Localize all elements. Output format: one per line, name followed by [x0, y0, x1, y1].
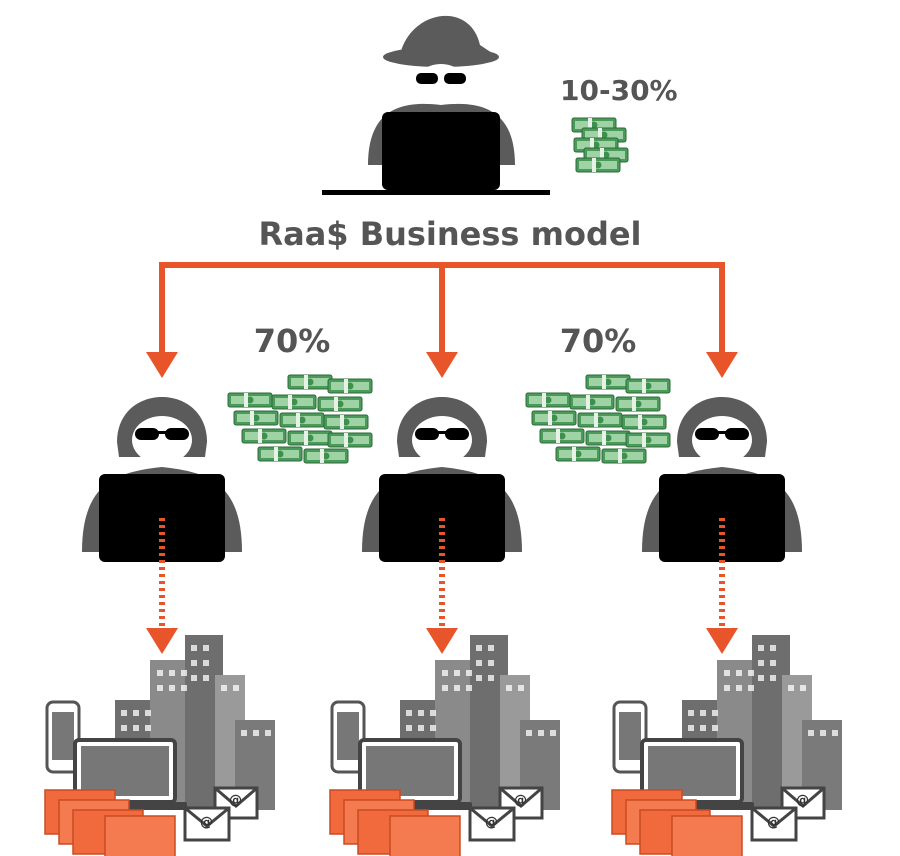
arrowheads [146, 352, 738, 378]
affiliate-share-left: 70% [254, 322, 331, 360]
affiliate-hacker-icon [362, 397, 522, 562]
attack-arrows [146, 518, 738, 654]
target-city-icon [328, 633, 562, 856]
arrowhead-right [706, 352, 738, 378]
arrowhead-center [426, 352, 458, 378]
arrowhead-left [146, 352, 178, 378]
affiliate-money-right-icon [525, 374, 671, 464]
operator-hacker-icon [322, 15, 550, 195]
affiliate-share-right: 70% [560, 322, 637, 360]
affiliate-hacker-icon [82, 397, 242, 562]
target-city-icon [43, 633, 277, 856]
diagram-title: Raa$ Business model [258, 215, 641, 253]
distribution-arrows [159, 262, 725, 355]
operator-money-icon [571, 117, 629, 173]
operator-share-label: 10-30% [560, 74, 678, 107]
affiliate-money-left-icon [227, 374, 373, 464]
target-city-icon [610, 633, 844, 856]
